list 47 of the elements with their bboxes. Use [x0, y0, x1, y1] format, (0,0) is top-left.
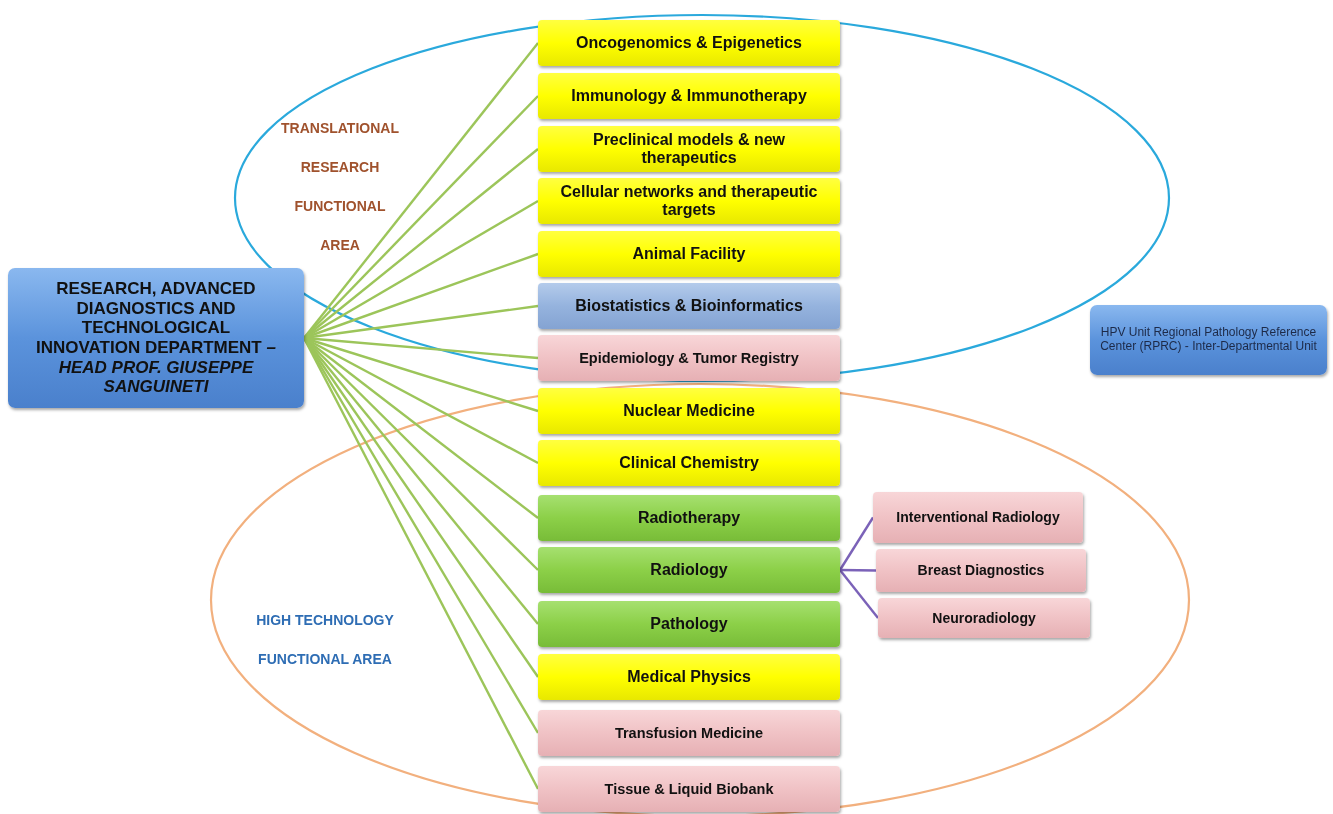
unit-name: Biostatistics & Bioinformatics — [574, 296, 804, 316]
unit-name: Transfusion Medicine — [613, 724, 765, 742]
unit-box — [538, 710, 840, 756]
connector-line — [840, 568, 876, 572]
unit-name: Clinical Chemistry — [618, 453, 760, 473]
department-box — [8, 268, 304, 408]
unit-name: Oncogenomics & Epigenetics — [575, 33, 803, 53]
connector-line — [839, 569, 879, 619]
unit-box — [538, 283, 840, 329]
unit-box — [538, 601, 840, 647]
connector-line — [839, 516, 874, 571]
unit-box — [876, 549, 1086, 592]
unit-box — [873, 492, 1083, 543]
area-label: TRANSLATIONAL RESEARCH FUNCTIONAL AREA — [280, 119, 400, 255]
unit-box — [538, 495, 840, 541]
unit-name: Animal Facility — [631, 244, 747, 264]
unit-box — [538, 20, 840, 66]
unit-box — [538, 440, 840, 486]
unit-name: Breast Diagnostics — [916, 562, 1046, 579]
connector-line — [303, 42, 539, 339]
unit-box — [538, 231, 840, 277]
unit-box — [538, 388, 840, 434]
unit-name: Epidemiology & Tumor Registry — [578, 349, 800, 367]
unit-name: Radiotherapy — [636, 508, 742, 528]
unit-name: Neuroradiology — [931, 609, 1037, 627]
unit-box — [538, 126, 840, 172]
unit-name: Medical Physics — [626, 667, 752, 687]
connector-line — [303, 148, 539, 339]
unit-name: Pathology — [649, 614, 729, 634]
unit-box — [538, 178, 840, 224]
unit-name: Tissue & Liquid Biobank — [603, 780, 775, 798]
unit-box — [538, 73, 840, 119]
unit-name: Interventional Radiology — [895, 509, 1061, 526]
unit-name: Cellular networks and therapeutic targets — [559, 182, 819, 220]
unit-name: Immunology & Immunotherapy — [570, 86, 808, 106]
unit-name: Radiology — [649, 560, 729, 580]
unit-name: Preclinical models & new therapeutics — [591, 130, 787, 168]
unit-name: RESEARCH, ADVANCED DIAGNOSTICS AND TECHNOLOGICAL INNOVATION DEPARTMENT – HEAD PROF. GIUSEPPE SANGUINETI — [35, 279, 277, 397]
area-label: HIGH TECHNOLOGY FUNCTIONAL AREA — [255, 611, 395, 669]
unit-name: HPV Unit Regional Pathology Reference Center (RPRC) - Inter-Departmental Unit — [1099, 326, 1318, 354]
unit-box — [878, 598, 1090, 638]
unit-box — [538, 766, 840, 812]
unit-box — [538, 547, 840, 593]
unit-box — [1090, 305, 1327, 375]
unit-box — [538, 335, 840, 381]
unit-box — [538, 654, 840, 700]
unit-name: Nuclear Medicine — [622, 401, 756, 421]
